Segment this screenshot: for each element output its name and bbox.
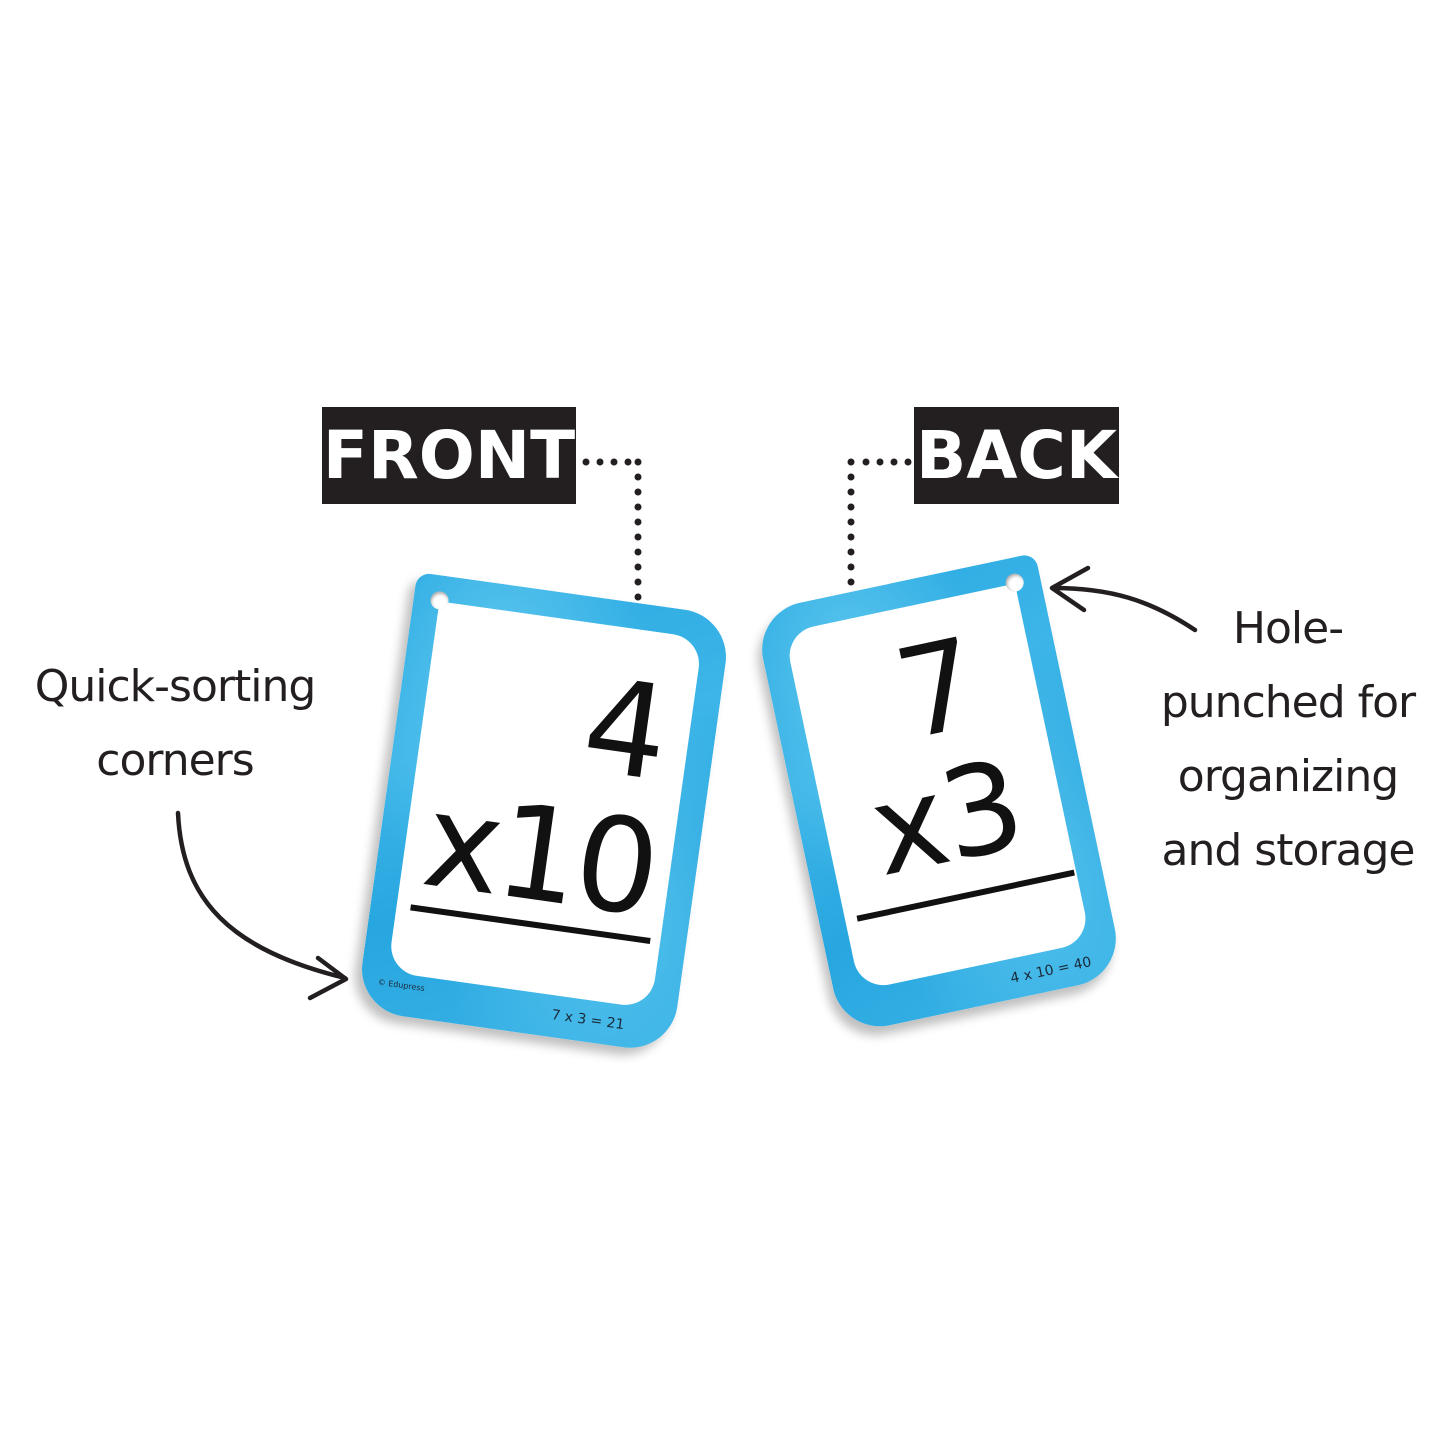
- back-dotted-connector: [847, 458, 912, 601]
- caption-line: organizing: [1177, 751, 1399, 802]
- quick-sorting-caption: Quick-sorting corners: [0, 650, 350, 798]
- bottom-number: x3: [859, 733, 1034, 905]
- front-flash-card: 4 x10 © Edupress 7 x 3 = 21: [355, 572, 733, 1054]
- front-dotted-connector: [582, 458, 642, 601]
- caption-line: Hole-: [1232, 603, 1344, 654]
- front-label: FRONT: [322, 407, 576, 504]
- back-label: BACK: [914, 407, 1119, 504]
- caption-line: and storage: [1161, 825, 1416, 876]
- caption-line: Quick-sorting: [34, 661, 317, 712]
- left-curved-arrow-icon: [175, 810, 349, 1001]
- caption-line: corners: [96, 735, 254, 786]
- right-curved-arrow-icon: [1049, 565, 1198, 633]
- caption-line: punched for: [1160, 677, 1416, 728]
- hole-punched-caption: Hole- punched for organizing and storage: [1128, 592, 1445, 888]
